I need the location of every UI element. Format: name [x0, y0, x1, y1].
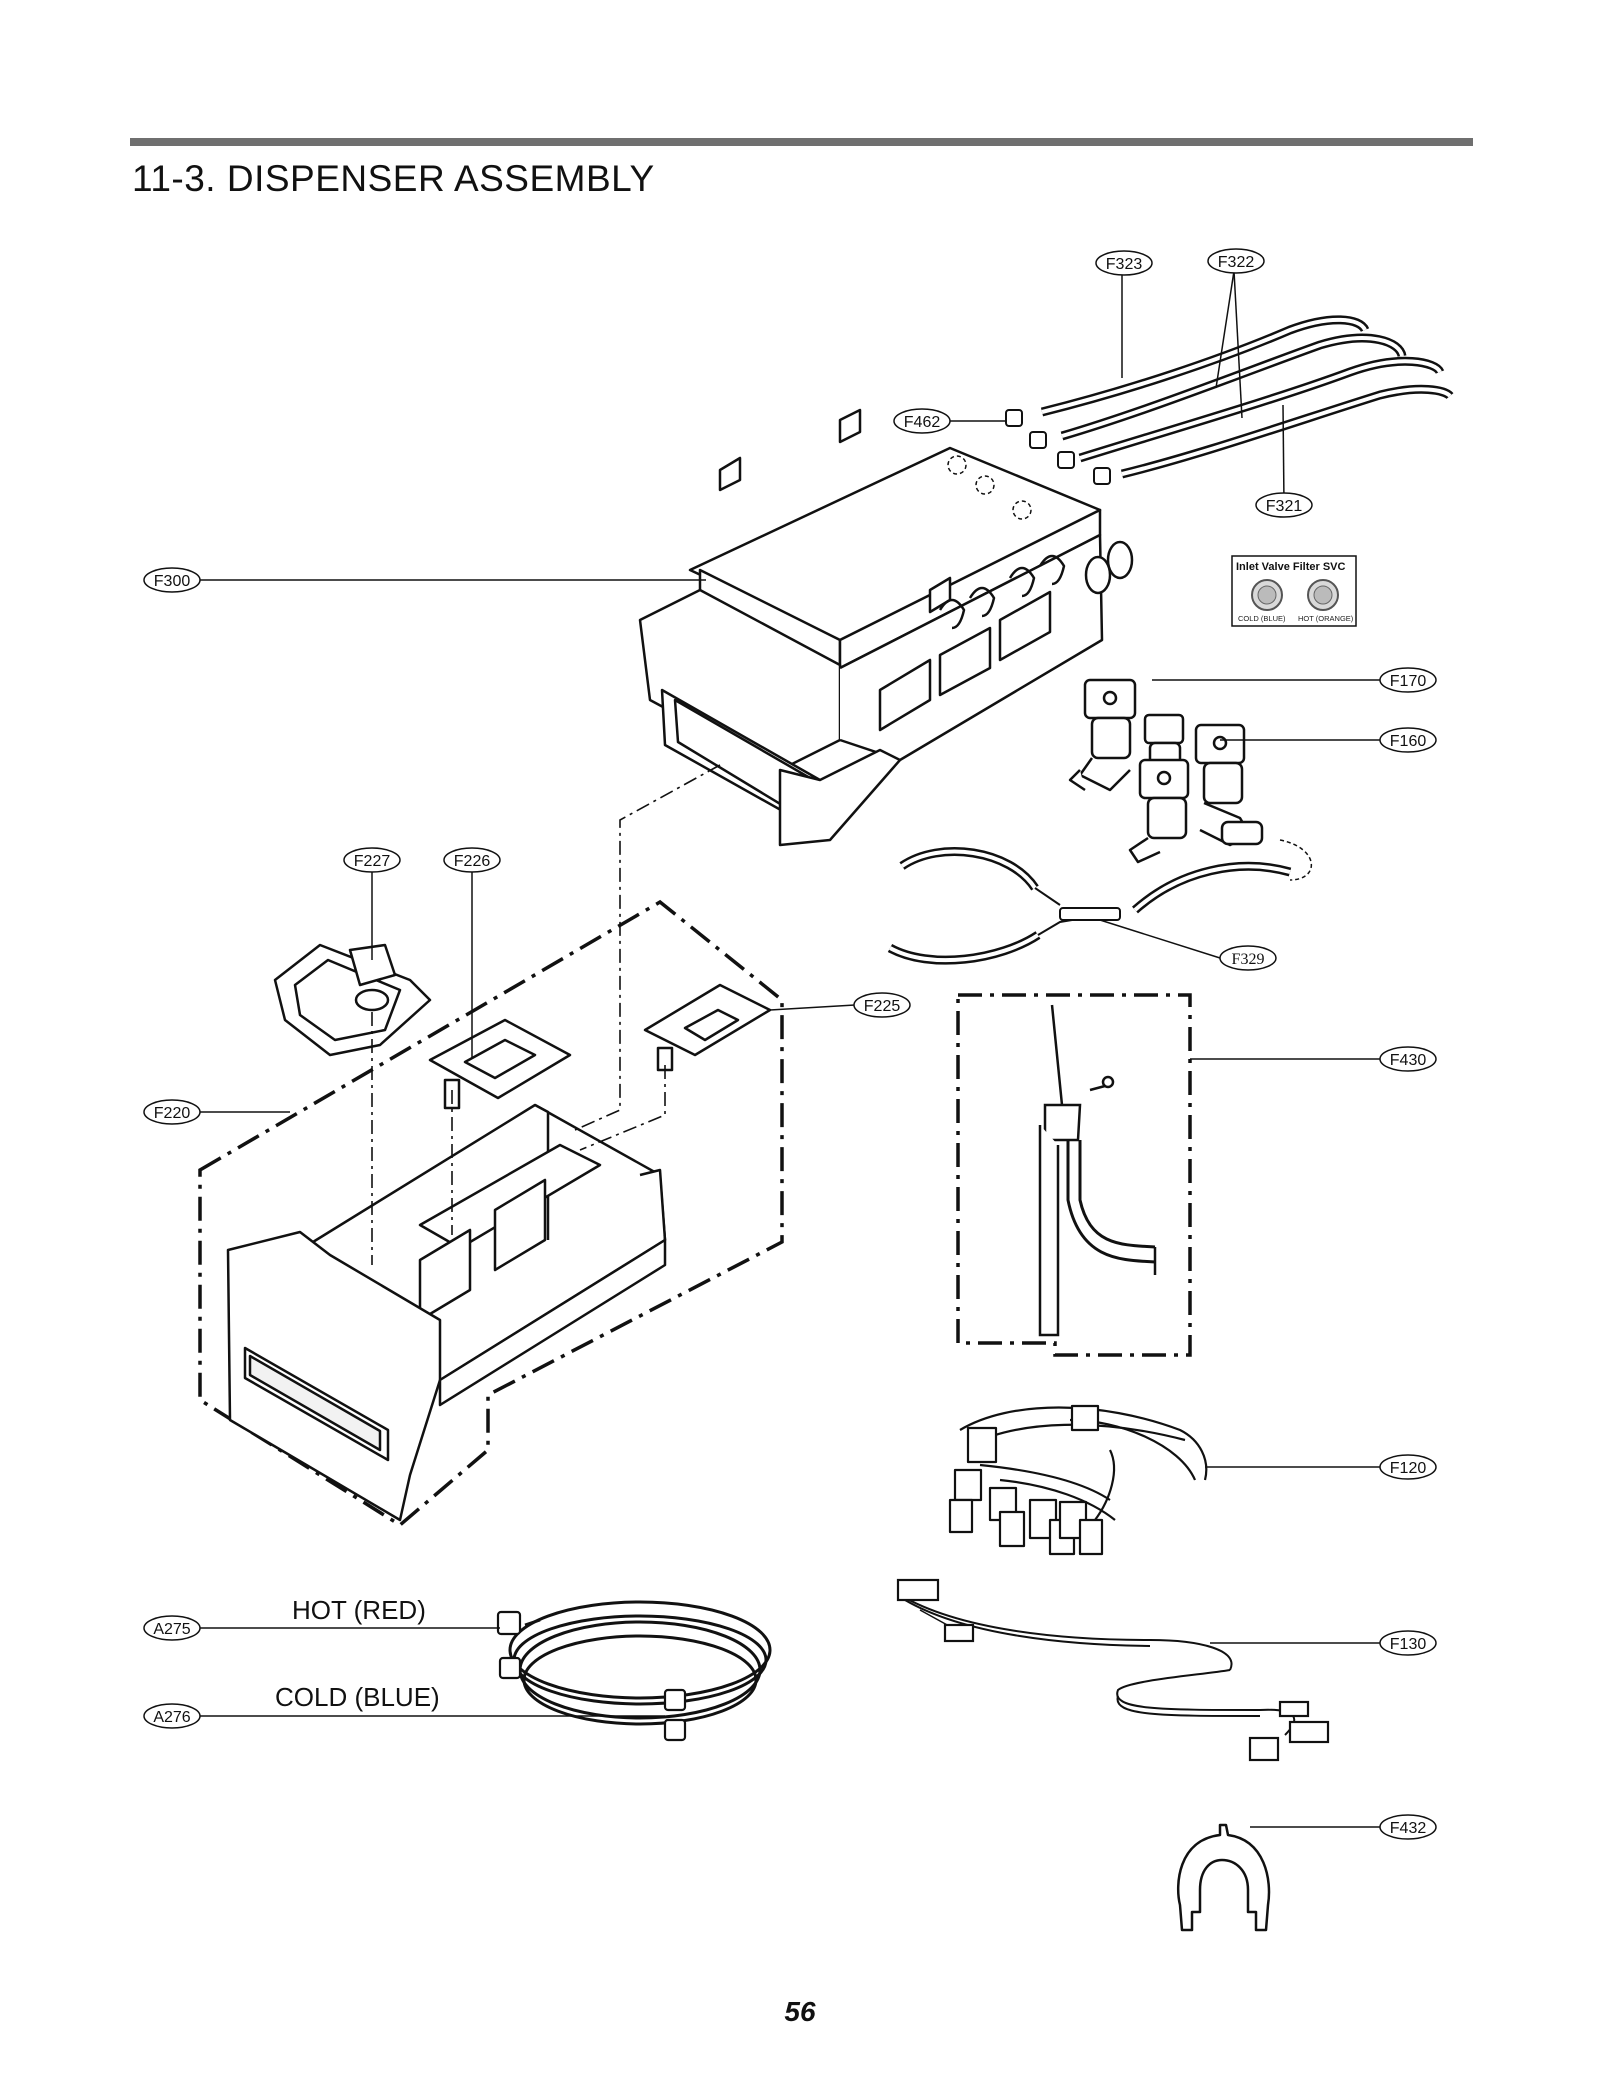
leader-lines [200, 270, 1380, 1828]
svg-text:A276: A276 [153, 1709, 190, 1726]
callout-f300: F300 [143, 567, 201, 593]
callout-f120: F120 [1379, 1454, 1437, 1480]
filter-box-title: Inlet Valve Filter SVC [1236, 561, 1345, 573]
callout-a275: A275 [143, 1615, 201, 1641]
header-rule [130, 138, 1473, 146]
softener-cap [273, 943, 432, 1057]
assembly-alignment-lines [371, 764, 721, 1265]
hose-fittings [496, 1610, 687, 1742]
svg-text:A275: A275 [153, 1621, 190, 1638]
callout-f430: F430 [1379, 1046, 1437, 1072]
svg-text:F120: F120 [1390, 1460, 1427, 1477]
inlet-valves [1068, 678, 1264, 864]
svg-text:F323: F323 [1106, 256, 1143, 273]
hose-hanger [1177, 1823, 1271, 1932]
siphon-hose-dashed-border [956, 993, 1192, 1357]
svg-text:F160: F160 [1390, 733, 1427, 750]
detergent-drawer [226, 1103, 667, 1522]
svg-text:F329: F329 [1232, 951, 1265, 968]
svg-text:F170: F170 [1390, 673, 1427, 690]
callout-a276: A276 [143, 1703, 201, 1729]
hot-hose-label: HOT (RED) [292, 1595, 426, 1625]
svg-text:F220: F220 [154, 1105, 191, 1122]
page-number: 56 [784, 1996, 816, 2027]
sub-wire-harness [896, 1578, 1330, 1762]
svg-text:F322: F322 [1218, 254, 1255, 271]
supply-hoses [508, 1600, 772, 1726]
svg-text:F226: F226 [454, 853, 491, 870]
svg-text:F430: F430 [1390, 1052, 1427, 1069]
callout-f227: F227 [343, 847, 401, 873]
siphon-cover-right [643, 983, 772, 1072]
cold-hose-label: COLD (BLUE) [275, 1682, 440, 1712]
callout-f225: F225 [853, 992, 911, 1018]
dispenser-housing [638, 408, 1134, 847]
filter-cold-label: COLD (BLUE) [1238, 614, 1286, 623]
page-title: 11-3. DISPENSER ASSEMBLY [132, 158, 655, 199]
svg-text:F321: F321 [1266, 498, 1303, 515]
main-wire-harness [948, 1404, 1208, 1556]
valve-wire-harness [887, 839, 1313, 965]
svg-text:F432: F432 [1390, 1820, 1427, 1837]
callout-f323: F323 [1095, 250, 1153, 276]
callout-f432: F432 [1379, 1814, 1437, 1840]
callout-f462: F462 [893, 408, 951, 434]
filter-hot-label: HOT (ORANGE) [1298, 614, 1354, 623]
inlet-valve-filter-box: Inlet Valve Filter SVC COLD (BLUE) HOT (… [1231, 555, 1357, 627]
callout-f322: F322 [1207, 248, 1265, 274]
callout-f130: F130 [1379, 1630, 1437, 1656]
svg-text:F462: F462 [904, 414, 941, 431]
svg-text:F225: F225 [864, 998, 901, 1015]
inlet-hoses [1040, 315, 1454, 479]
siphon-hose [1038, 1004, 1157, 1337]
callouts: F323 F322 F462 F321 F300 F170 F160 F227 [143, 248, 1437, 1840]
callout-f329: F329 [1219, 945, 1277, 971]
svg-text:F300: F300 [154, 573, 191, 590]
hose-clamps [1005, 409, 1111, 485]
callout-f160: F160 [1379, 727, 1437, 753]
callout-f220: F220 [143, 1099, 201, 1125]
siphon-cover-center [428, 1018, 572, 1110]
callout-f170: F170 [1379, 667, 1437, 693]
callout-f321: F321 [1255, 492, 1313, 518]
svg-text:F130: F130 [1390, 1636, 1427, 1653]
svg-text:F227: F227 [354, 853, 391, 870]
housing-port-markers [947, 455, 1032, 520]
callout-f226: F226 [443, 847, 501, 873]
